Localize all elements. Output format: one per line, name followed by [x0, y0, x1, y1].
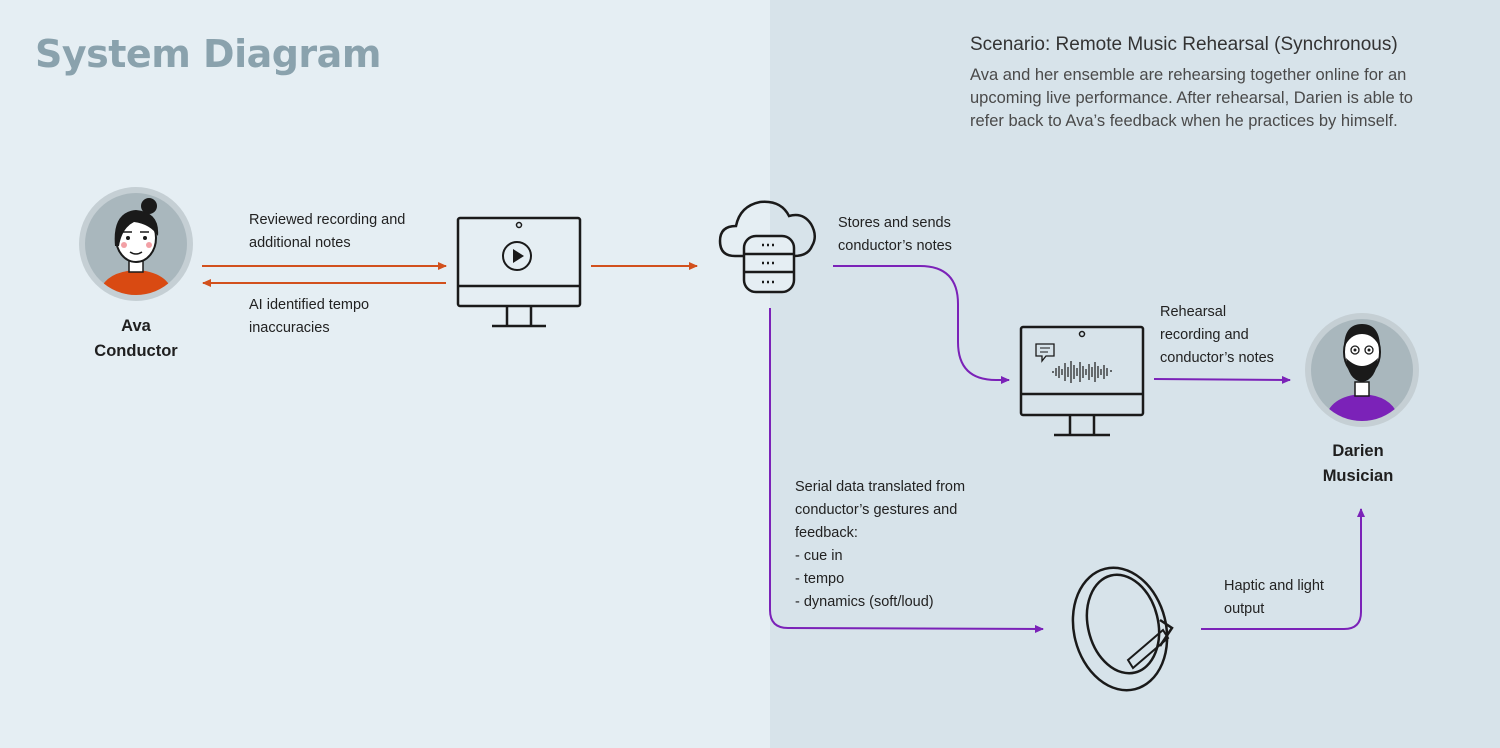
- scenario-description: Ava and her ensemble are rehearsing toge…: [970, 66, 1413, 130]
- arrow-cloud-to-ring: [769, 308, 1044, 633]
- ava-role: Conductor: [94, 342, 178, 360]
- darien-name: Darien: [1332, 442, 1384, 460]
- cloud-database-icon: [718, 200, 816, 294]
- arrow-cloud-to-monitor: [833, 265, 1010, 384]
- ava-name: Ava: [121, 317, 151, 335]
- arrow-monitor-to-darien: [1153, 375, 1291, 384]
- scenario-panel: Scenario: Remote Music Rehearsal (Synchr…: [970, 34, 1440, 133]
- audio-monitor-icon: [1019, 325, 1145, 437]
- left-panel: [0, 0, 770, 748]
- ava-avatar: [79, 187, 193, 301]
- scenario-heading: Scenario: Remote Music Rehearsal (Synchr…: [970, 34, 1398, 55]
- label-reviewed-recording: Reviewed recording and additional notes: [249, 212, 406, 251]
- arrow-ring-to-darien: [1201, 508, 1365, 630]
- label-rehearsal-recording: Rehearsal recording and conductor’s note…: [1160, 304, 1274, 366]
- darien-role: Musician: [1322, 467, 1394, 485]
- smart-ring-icon: [1071, 566, 1174, 692]
- ava-caption: Ava Conductor: [66, 314, 206, 364]
- label-haptic-output: Haptic and light output: [1224, 578, 1324, 617]
- video-monitor-icon: [456, 216, 582, 328]
- label-serial-data: Serial data translated from conductor’s …: [795, 479, 966, 610]
- page-title: System Diagram: [35, 32, 381, 76]
- darien-caption: Darien Musician: [1288, 439, 1428, 489]
- label-ai-tempo: AI identified tempo inaccuracies: [249, 297, 370, 336]
- darien-avatar: [1305, 313, 1419, 427]
- label-stores-sends: Stores and sends conductor’s notes: [838, 215, 952, 254]
